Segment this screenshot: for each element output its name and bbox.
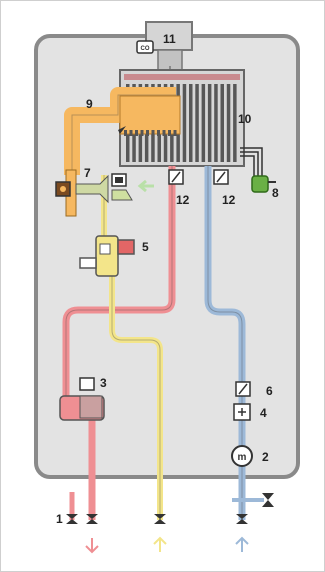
callout-12-cold: 12 <box>222 193 236 207</box>
heat-exchanger-fin <box>207 84 212 162</box>
heat-exchanger-fin <box>233 84 237 162</box>
burner-port <box>135 130 138 136</box>
burner-ports <box>124 130 177 136</box>
valve-hot-outlet-icon <box>86 514 98 524</box>
gas-line <box>101 175 163 520</box>
gas-in-arrow <box>153 536 167 552</box>
burner-port <box>124 130 127 136</box>
valve-gas-icon <box>154 514 166 524</box>
heat-exchanger-fin <box>189 84 193 162</box>
flow-sensor <box>233 403 251 421</box>
burner-port <box>140 130 144 136</box>
burner-port <box>151 130 155 136</box>
heat-exchanger-fin <box>220 84 224 162</box>
heat-exchanger-fin <box>201 84 206 162</box>
burner <box>118 95 181 136</box>
co-sensor-label: CO <box>141 46 150 52</box>
callout-6: 6 <box>266 384 273 398</box>
heat-exchanger-fin <box>226 84 231 162</box>
condensate-trap <box>240 147 276 193</box>
callout-11: 11 <box>163 32 176 46</box>
cold-water-in-arrow <box>235 536 249 552</box>
mixing-valve <box>59 377 105 421</box>
heat-exchanger-fin <box>195 84 199 162</box>
temperature-sensor-hot-icon <box>168 169 184 185</box>
co-sensor-icon: CO <box>136 40 154 54</box>
sensor-box-icon <box>111 173 127 187</box>
heat-exchanger-fin <box>214 84 218 162</box>
air-inlet-arrow <box>137 179 154 193</box>
callout-10: 10 <box>238 112 252 126</box>
bypass-valve-icon <box>262 493 274 507</box>
water-pump: m <box>231 445 253 467</box>
burner-port <box>162 130 166 136</box>
burner-port <box>168 130 171 136</box>
burner-port <box>157 130 160 136</box>
callout-4: 4 <box>260 406 267 420</box>
callout-3: 3 <box>100 376 107 390</box>
callout-9: 9 <box>86 97 93 111</box>
svg-text:m: m <box>238 452 247 463</box>
hot-water-line <box>62 166 176 404</box>
callout-5: 5 <box>142 240 149 254</box>
heat-exchanger-fin <box>182 84 187 162</box>
burner-port <box>146 130 149 136</box>
fan <box>55 169 109 217</box>
gas-valve <box>79 235 135 277</box>
hot-water-out-arrow <box>85 538 99 554</box>
burner-port <box>129 130 133 136</box>
callout-8: 8 <box>272 186 279 200</box>
flue-duct <box>64 87 176 175</box>
callout-1: 1 <box>56 512 63 526</box>
valve-hot-return-icon <box>66 514 78 524</box>
cold-water-line <box>204 166 246 520</box>
callout-12-hot: 12 <box>176 193 190 207</box>
valve-cold-inlet-icon <box>236 514 248 524</box>
temperature-sensor-cold-icon <box>213 169 229 185</box>
burner-port <box>173 130 177 136</box>
callout-7: 7 <box>84 166 91 180</box>
flow-sensor-icon <box>235 381 251 397</box>
callout-2: 2 <box>262 450 269 464</box>
